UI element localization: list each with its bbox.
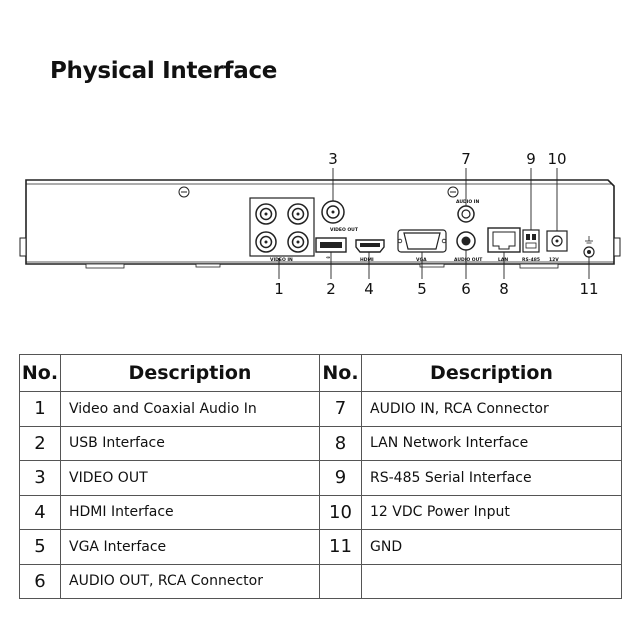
- screw-icon: [178, 186, 190, 198]
- svg-text:⇹: ⇹: [326, 255, 330, 261]
- ground-terminal-icon: [583, 236, 595, 258]
- power-jack-icon: [546, 230, 568, 252]
- audio-out-rca-icon: [456, 231, 476, 251]
- table-row: 5 VGA Interface 11 GND: [19, 529, 622, 565]
- usb-port-icon: ⇹: [315, 237, 347, 261]
- row-number: 4: [19, 494, 61, 530]
- device-chassis: [19, 179, 621, 269]
- callout-3: 3: [328, 150, 338, 168]
- interface-table: No. Description No. Description 1 Video …: [19, 354, 622, 599]
- vga-port-icon: [397, 229, 447, 253]
- lan-port-icon: [487, 227, 521, 253]
- row-description: VIDEO OUT: [60, 460, 320, 496]
- row-number: 2: [19, 425, 61, 461]
- table-header-row: No. Description No. Description: [19, 354, 622, 392]
- page-title: Physical Interface: [50, 58, 278, 84]
- callout-5: 5: [417, 280, 427, 298]
- callout-9: 9: [526, 150, 536, 168]
- column-header-no: No.: [19, 354, 61, 392]
- row-description: LAN Network Interface: [361, 425, 622, 461]
- row-number: 11: [319, 529, 362, 565]
- screw-icon: [447, 186, 459, 198]
- column-header-no: No.: [319, 354, 362, 392]
- row-description: 12 VDC Power Input: [361, 494, 622, 530]
- power-label: 12V: [549, 257, 559, 263]
- callout-10: 10: [547, 150, 566, 168]
- video-out-label: VIDEO OUT: [330, 227, 359, 233]
- row-number: 6: [19, 563, 61, 599]
- callout-4: 4: [364, 280, 374, 298]
- row-description: USB Interface: [60, 425, 320, 461]
- callout-11: 11: [579, 280, 598, 298]
- column-header-description: Description: [361, 354, 622, 392]
- table-row: 3 VIDEO OUT 9 RS-485 Serial Interface: [19, 460, 622, 496]
- lan-label: LAN: [498, 257, 508, 263]
- callout-2: 2: [326, 280, 336, 298]
- table-row: 2 USB Interface 8 LAN Network Interface: [19, 425, 622, 461]
- row-description: HDMI Interface: [60, 494, 320, 530]
- row-number: 8: [319, 425, 362, 461]
- callout-6: 6: [461, 280, 471, 298]
- row-number: 5: [19, 529, 61, 565]
- table-row: 4 HDMI Interface 10 12 VDC Power Input: [19, 494, 622, 530]
- row-number: [319, 563, 362, 599]
- callout-leader-lines: [278, 168, 590, 279]
- rear-panel-diagram: VIDEO IN VIDEO OUT ⇹ HDMI VGA AUDIO IN A…: [0, 140, 640, 300]
- row-description: VGA Interface: [60, 529, 320, 565]
- row-number: 7: [319, 391, 362, 427]
- callout-8: 8: [499, 280, 509, 298]
- callout-1: 1: [274, 280, 284, 298]
- table-row: 6 AUDIO OUT, RCA Connector: [19, 563, 622, 599]
- row-description: [361, 563, 622, 599]
- row-number: 3: [19, 460, 61, 496]
- row-description: AUDIO IN, RCA Connector: [361, 391, 622, 427]
- audio-out-label: AUDIO OUT: [454, 257, 483, 263]
- row-number: 10: [319, 494, 362, 530]
- hdmi-port-icon: [355, 239, 385, 253]
- row-description: GND: [361, 529, 622, 565]
- video-in-label: VIDEO IN: [270, 257, 293, 263]
- rs485-terminal-icon: [522, 229, 540, 253]
- audio-in-label: AUDIO IN: [456, 199, 479, 205]
- rs485-label: RS-485: [522, 257, 540, 263]
- audio-in-rca-icon: [457, 205, 475, 223]
- table-row: 1 Video and Coaxial Audio In 7 AUDIO IN,…: [19, 391, 622, 427]
- hdmi-label: HDMI: [360, 257, 374, 263]
- column-header-description: Description: [60, 354, 320, 392]
- callout-7: 7: [461, 150, 471, 168]
- row-description: Video and Coaxial Audio In: [60, 391, 320, 427]
- row-description: AUDIO OUT, RCA Connector: [60, 563, 320, 599]
- video-in-bnc-icon: [249, 197, 315, 257]
- row-description: RS-485 Serial Interface: [361, 460, 622, 496]
- video-out-bnc-icon: [321, 200, 345, 224]
- row-number: 9: [319, 460, 362, 496]
- row-number: 1: [19, 391, 61, 427]
